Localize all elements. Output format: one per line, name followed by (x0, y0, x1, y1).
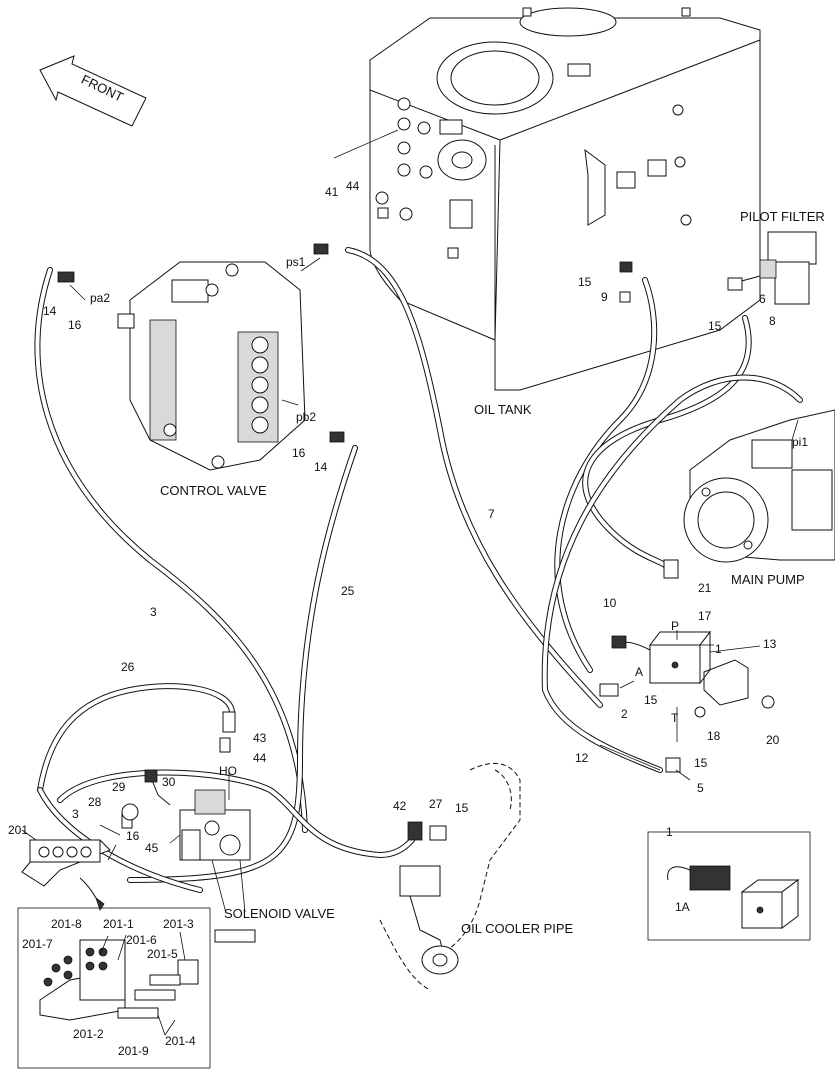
part-number: 30 (162, 775, 176, 789)
part-number: 25 (341, 584, 355, 598)
port-pb2: pb2 (296, 410, 316, 424)
part-number: 45 (145, 841, 159, 855)
part-number: 7 (488, 507, 495, 521)
fittings (57, 243, 681, 841)
detail-201-label: 201-4 (165, 1034, 196, 1048)
part-number: 16 (126, 829, 140, 843)
detail-1-title: 1 (666, 825, 673, 839)
port-ps1: ps1 (286, 255, 306, 269)
detail-201-label: 201-9 (118, 1044, 149, 1058)
manifold-201 (21, 839, 111, 911)
part-number: 27 (429, 797, 443, 811)
part-number: 44 (346, 179, 360, 193)
detail-1-label: 1A (675, 900, 690, 914)
part-number: 16 (68, 318, 82, 332)
port-HO: HO (219, 764, 237, 778)
part-number: 15 (694, 756, 708, 770)
detail-box-201 (17, 907, 211, 1069)
port-T: T (671, 711, 679, 725)
leader-lines (21, 129, 799, 914)
port-pa2: pa2 (90, 291, 110, 305)
port-pi1: pi1 (792, 435, 808, 449)
part-number: 29 (112, 780, 126, 794)
hoses (34, 247, 803, 893)
part-number: 14 (43, 304, 57, 318)
part-number: 9 (601, 290, 608, 304)
main-pump (683, 409, 835, 563)
port-A: A (635, 665, 643, 679)
front-arrow: FRONT (39, 55, 147, 127)
part-number: 2 (621, 707, 628, 721)
pilot-filter-label: PILOT FILTER (740, 209, 825, 224)
part-number: 17 (698, 609, 712, 623)
control-valve (117, 261, 306, 471)
part-number: 42 (393, 799, 407, 813)
pilot-filter (727, 231, 817, 305)
solenoid-valve-label: SOLENOID VALVE (224, 906, 335, 921)
detail-box-1 (647, 831, 811, 941)
oil-cooler-pipe (379, 762, 521, 991)
solenoid-valve (121, 769, 256, 943)
part-number: 15 (578, 275, 592, 289)
part-number: 201 (8, 823, 28, 837)
detail-201-label: 201-6 (126, 933, 157, 947)
part-number: 21 (698, 581, 712, 595)
detail-201-label: 201-2 (73, 1027, 104, 1041)
oil-tank (369, 7, 761, 391)
part-number: 15 (455, 801, 469, 815)
detail-201-label: 201-8 (51, 917, 82, 931)
part-number: 15 (708, 319, 722, 333)
part-number: 43 (253, 731, 267, 745)
detail-201-label: 201-7 (22, 937, 53, 951)
part-number: 28 (88, 795, 102, 809)
detail-201-label: 201-3 (163, 917, 194, 931)
part-number: 6 (759, 292, 766, 306)
port-P: P (671, 619, 679, 633)
part-number: 13 (763, 637, 777, 651)
part-number: 14 (314, 460, 328, 474)
control-valve-label: CONTROL VALVE (160, 483, 267, 498)
part-number: 12 (575, 751, 589, 765)
part-number: 15 (644, 693, 658, 707)
part-number: 18 (707, 729, 721, 743)
part-number: 5 (697, 781, 704, 795)
part-number: 44 (253, 751, 267, 765)
part-number: 41 (325, 185, 339, 199)
part-number: 26 (121, 660, 135, 674)
part-number: 3 (72, 807, 79, 821)
oil-cooler-pipe-label: OIL COOLER PIPE (461, 921, 574, 936)
main-pump-label: MAIN PUMP (731, 572, 805, 587)
part-number: 3 (150, 605, 157, 619)
detail-201-label: 201-1 (103, 917, 134, 931)
oil-tank-label: OIL TANK (474, 402, 532, 417)
part-number: 1 (715, 642, 722, 656)
part-number: 16 (292, 446, 306, 460)
part-number: 20 (766, 733, 780, 747)
part-number: 8 (769, 314, 776, 328)
part-number: 10 (603, 596, 617, 610)
detail-201-label: 201-5 (147, 947, 178, 961)
